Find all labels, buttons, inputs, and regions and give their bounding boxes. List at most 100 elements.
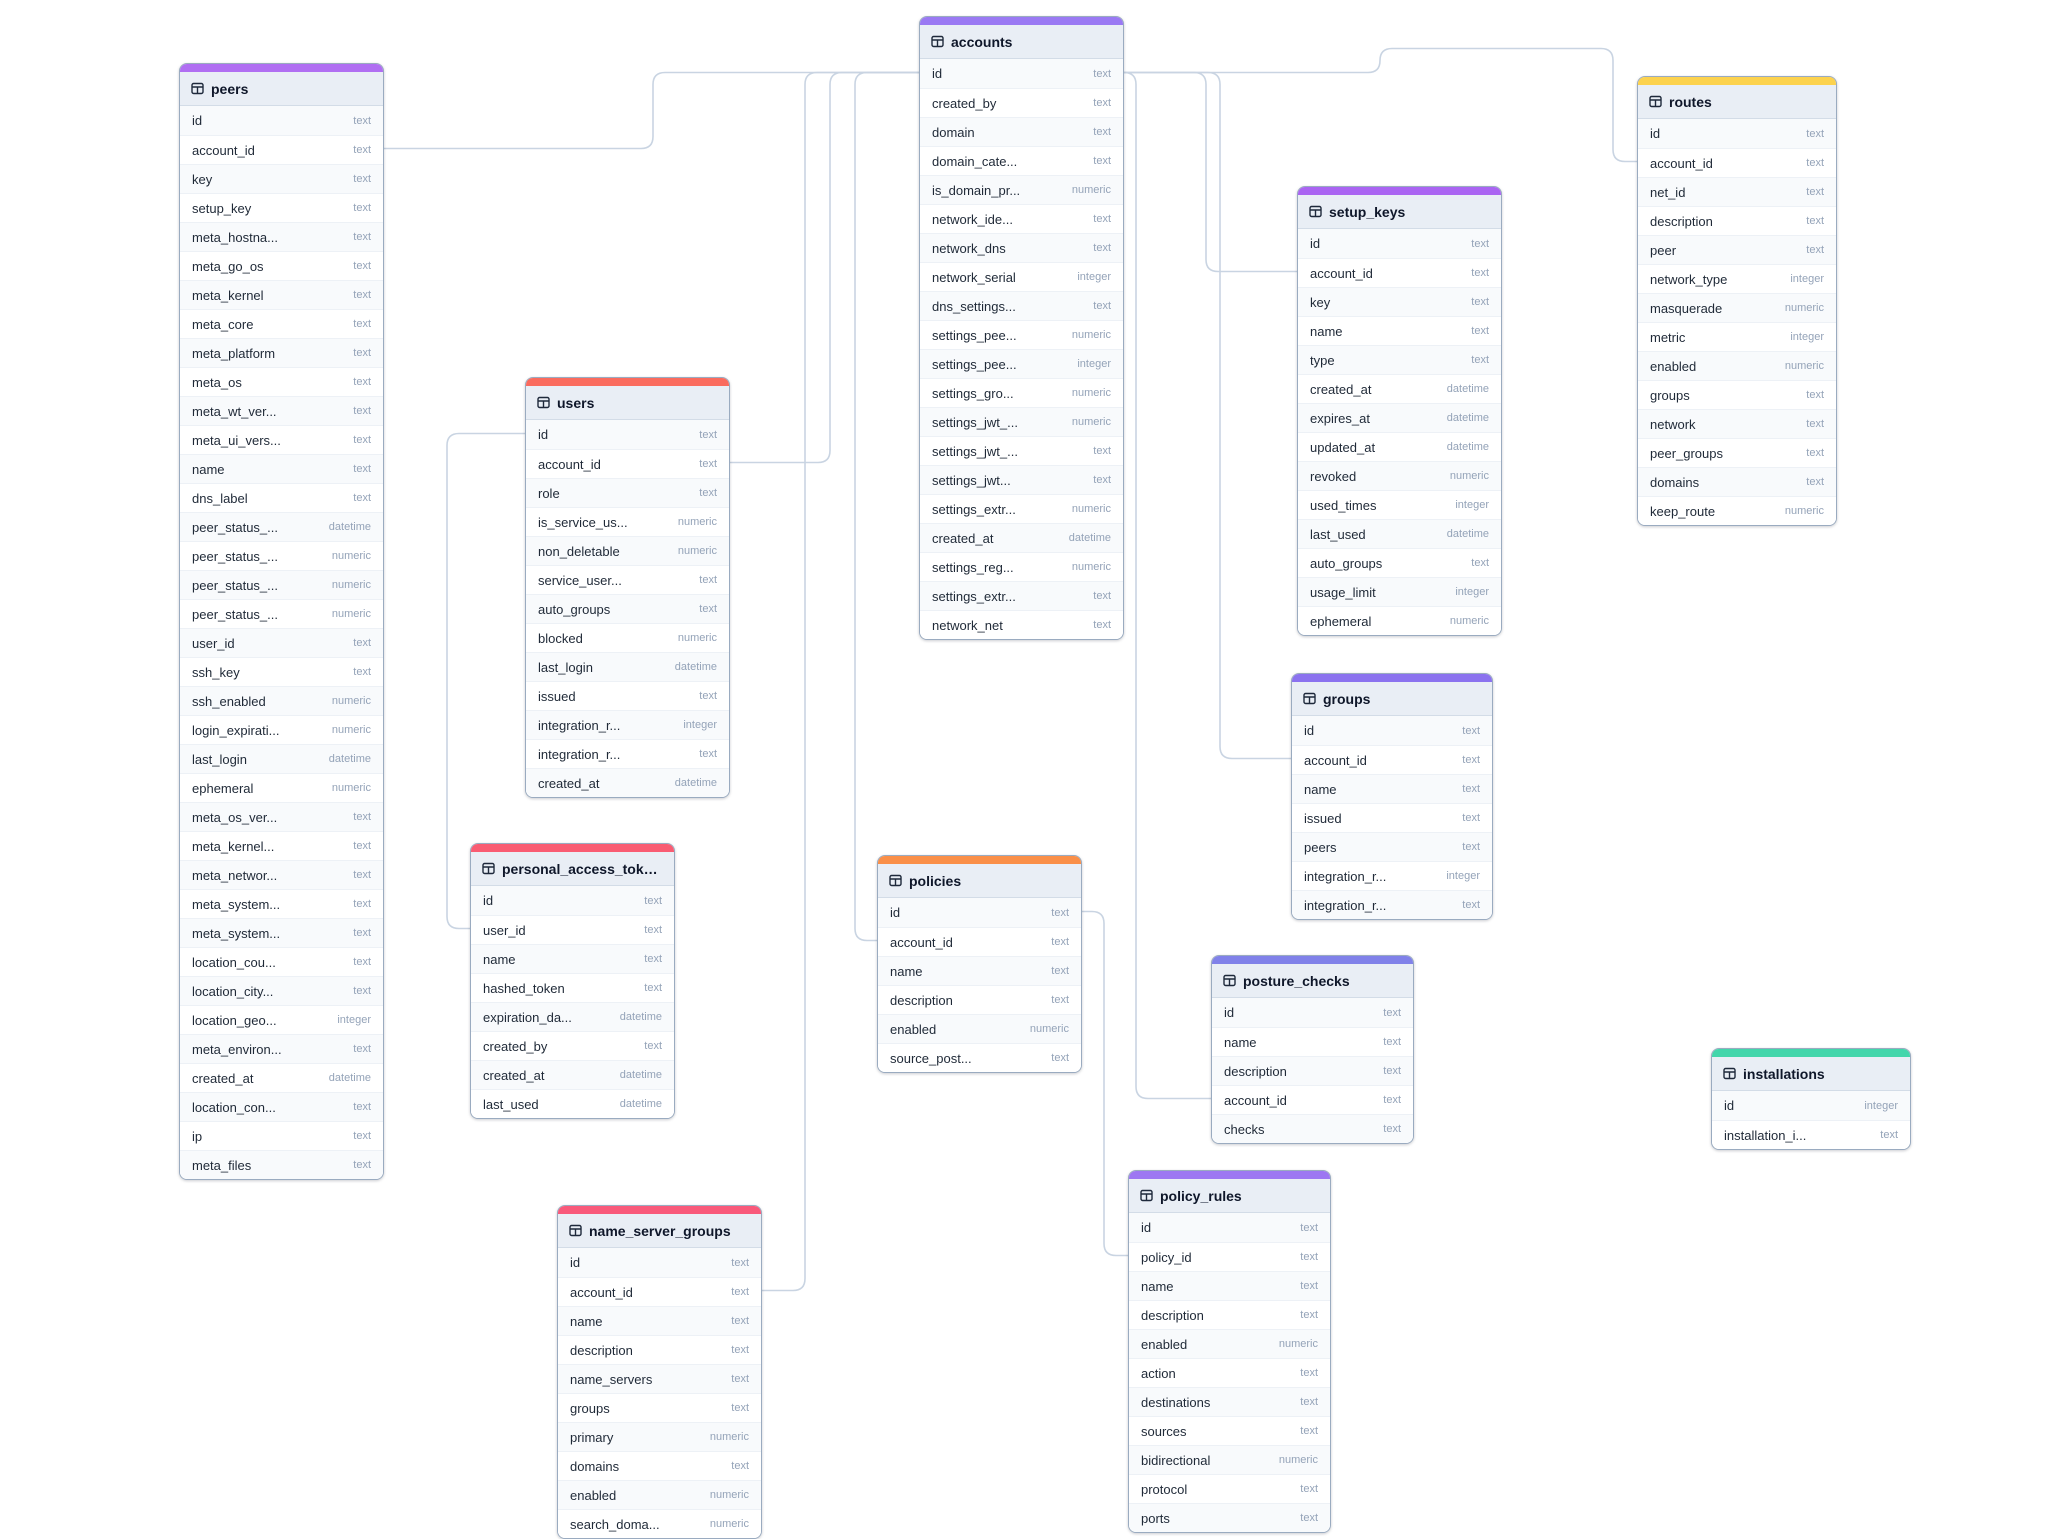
field-type: text xyxy=(1806,186,1824,198)
field-row: description text xyxy=(1638,206,1836,235)
table-accent-strip xyxy=(1712,1049,1910,1057)
table-accent-strip xyxy=(526,378,729,386)
table-header[interactable]: groups xyxy=(1292,682,1492,716)
table-card-installations[interactable]: installations id integer installation_i.… xyxy=(1711,1048,1911,1150)
field-name: meta_core xyxy=(192,316,254,332)
field-row: name text xyxy=(1129,1271,1330,1300)
table-icon xyxy=(1309,205,1322,218)
field-name: dns_settings... xyxy=(932,298,1016,314)
field-row: login_expirati... numeric xyxy=(180,715,383,744)
field-name: description xyxy=(1141,1307,1204,1323)
field-type: integer xyxy=(337,1014,371,1026)
table-header[interactable]: posture_checks xyxy=(1212,964,1413,998)
table-header[interactable]: peers xyxy=(180,72,383,106)
field-name: dns_label xyxy=(192,490,248,506)
field-row: peer_status_... numeric xyxy=(180,570,383,599)
field-row: meta_hostna... text xyxy=(180,222,383,251)
field-type: text xyxy=(1300,1512,1318,1524)
table-card-groups[interactable]: groups id text account_id text name text… xyxy=(1291,673,1493,920)
field-row: settings_reg... numeric xyxy=(920,552,1123,581)
table-header[interactable]: routes xyxy=(1638,85,1836,119)
field-type: datetime xyxy=(619,1011,662,1023)
field-name: source_post... xyxy=(890,1050,972,1066)
field-type: datetime xyxy=(1446,412,1489,424)
field-row: auto_groups text xyxy=(526,594,729,623)
field-name: description xyxy=(890,992,953,1008)
field-name: settings_pee... xyxy=(932,327,1017,343)
field-type: text xyxy=(1093,474,1111,486)
field-name: bidirectional xyxy=(1141,1452,1211,1468)
table-card-setup_keys[interactable]: setup_keys id text account_id text key t… xyxy=(1297,186,1502,636)
table-header[interactable]: policies xyxy=(878,864,1081,898)
table-card-users[interactable]: users id text account_id text role text … xyxy=(525,377,730,798)
field-row: settings_pee... numeric xyxy=(920,320,1123,349)
field-name: id xyxy=(932,66,943,81)
field-name: meta_os_ver... xyxy=(192,809,278,825)
field-row: used_times integer xyxy=(1298,490,1501,519)
table-card-accounts[interactable]: accounts id text created_by text domain … xyxy=(919,16,1124,640)
relationship-line xyxy=(854,71,919,942)
field-type: datetime xyxy=(619,1069,662,1081)
field-name: expires_at xyxy=(1310,410,1370,426)
field-row: domains text xyxy=(1638,467,1836,496)
relationship-line xyxy=(1124,71,1291,760)
table-card-policies[interactable]: policies id text account_id text name te… xyxy=(877,855,1082,1073)
field-row: net_id text xyxy=(1638,177,1836,206)
field-row: user_id text xyxy=(180,628,383,657)
field-row: domains text xyxy=(558,1451,761,1480)
field-type: text xyxy=(1300,1221,1318,1234)
field-type: text xyxy=(353,1130,371,1142)
field-row: policy_id text xyxy=(1129,1242,1330,1271)
table-header[interactable]: policy_rules xyxy=(1129,1179,1330,1213)
field-name: description xyxy=(1224,1063,1287,1079)
field-name: settings_reg... xyxy=(932,559,1014,575)
field-type: text xyxy=(731,1344,749,1356)
field-name: auto_groups xyxy=(538,601,611,617)
table-rows: id text account_id text key text setup_k… xyxy=(180,106,383,1179)
table-title: users xyxy=(557,394,595,411)
table-header[interactable]: accounts xyxy=(920,25,1123,59)
field-type: integer xyxy=(1864,1099,1898,1112)
table-card-personal_access_tokens[interactable]: personal_access_tokens id text user_id t… xyxy=(470,843,675,1119)
table-card-name_server_groups[interactable]: name_server_groups id text account_id te… xyxy=(557,1205,762,1539)
field-row: meta_environ... text xyxy=(180,1034,383,1063)
field-name: is_service_us... xyxy=(538,514,628,530)
field-type: text xyxy=(1093,97,1111,109)
table-header[interactable]: personal_access_tokens xyxy=(471,852,674,886)
field-name: account_id xyxy=(1650,155,1713,171)
field-name: settings_pee... xyxy=(932,356,1017,372)
field-name: sources xyxy=(1141,1423,1187,1439)
field-row: ephemeral numeric xyxy=(180,773,383,802)
table-title: accounts xyxy=(951,33,1013,50)
relationship-line xyxy=(446,432,525,930)
field-type: text xyxy=(1471,237,1489,250)
field-name: network_net xyxy=(932,617,1003,633)
field-name: enabled xyxy=(890,1021,937,1037)
field-type: datetime xyxy=(1446,383,1489,395)
field-name: peer_groups xyxy=(1650,445,1723,461)
field-name: destinations xyxy=(1141,1394,1211,1410)
table-header[interactable]: installations xyxy=(1712,1057,1910,1091)
field-row: service_user... text xyxy=(526,565,729,594)
field-row: network_ide... text xyxy=(920,204,1123,233)
field-type: datetime xyxy=(1446,528,1489,540)
field-row: account_id text xyxy=(1638,148,1836,177)
field-name: groups xyxy=(1650,387,1690,403)
table-card-policy_rules[interactable]: policy_rules id text policy_id text name… xyxy=(1128,1170,1331,1533)
field-name: network xyxy=(1650,416,1696,432)
table-card-peers[interactable]: peers id text account_id text key text s… xyxy=(179,63,384,1180)
table-header[interactable]: users xyxy=(526,386,729,420)
table-card-routes[interactable]: routes id text account_id text net_id te… xyxy=(1637,76,1837,526)
field-row: name text xyxy=(878,956,1081,985)
table-card-posture_checks[interactable]: posture_checks id text name text descrip… xyxy=(1211,955,1414,1144)
field-row: description text xyxy=(1212,1056,1413,1085)
field-type: text xyxy=(353,869,371,881)
table-header[interactable]: setup_keys xyxy=(1298,195,1501,229)
field-row: metric integer xyxy=(1638,322,1836,351)
field-type: text xyxy=(1471,296,1489,308)
field-type: text xyxy=(1462,724,1480,737)
table-header[interactable]: name_server_groups xyxy=(558,1214,761,1248)
field-type: text xyxy=(1383,1123,1401,1135)
field-type: text xyxy=(1462,754,1480,766)
